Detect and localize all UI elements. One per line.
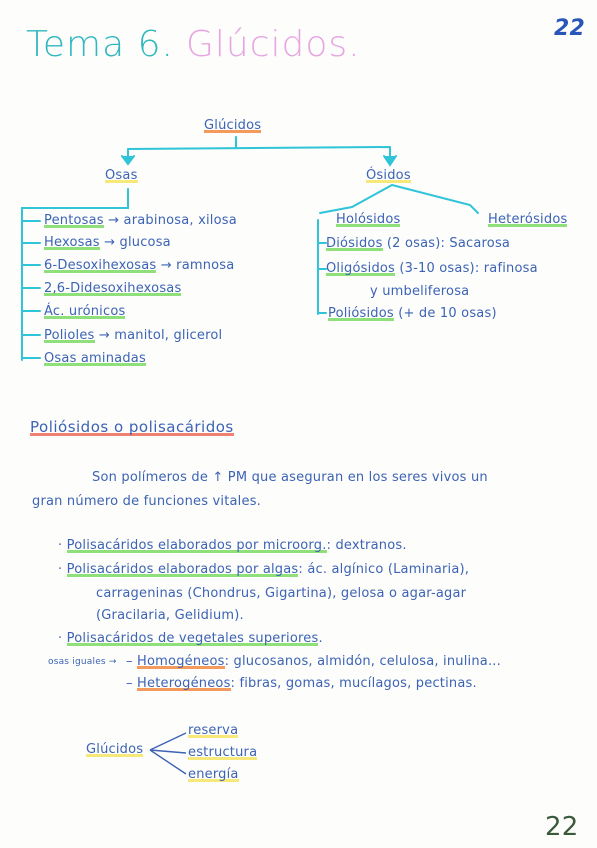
bullet-algae-cont-1: carrageninas (Chondrus, Gigartina), gelo… [96, 586, 467, 601]
holosidos-label: Holósidos [336, 212, 401, 227]
title-number: Tema 6. [26, 24, 174, 65]
homogeneous-line: – Homogéneos: glucosanos, almidón, celul… [126, 654, 501, 669]
function-item-energia: energía [188, 767, 239, 782]
osas-iguales-note: osas iguales → [48, 657, 117, 667]
title-topic: Glúcidos. [186, 24, 361, 65]
list-item: Oligósidos (3-10 osas): rafinosa [326, 261, 538, 276]
section-heading: Poliósidos o polisacáridos [30, 418, 234, 436]
function-item-estructura: estructura [188, 745, 258, 760]
list-item: 6-Desoxihexosas → ramnosa [44, 258, 235, 273]
page-number-top: 22 [554, 16, 586, 41]
page-number-bottom: 22 [545, 812, 579, 842]
heterogeneous-line: – Heterogéneos: fibras, gomas, mucílagos… [126, 676, 477, 691]
list-item: Polioles → manitol, glicerol [44, 328, 223, 343]
function-item-reserva: reserva [188, 723, 239, 738]
paragraph-line-2: gran número de funciones vitales. [32, 494, 261, 509]
paragraph-line-1: Son polímeros de ↑ PM que aseguran en lo… [92, 470, 488, 485]
list-item: y umbeliferosa [370, 284, 470, 299]
list-item: Poliósidos (+ de 10 osas) [328, 306, 497, 321]
list-item: 2,6-Didesoxihexosas [44, 281, 182, 296]
list-item: Diósidos (2 osas): Sacarosa [326, 236, 511, 251]
list-item: Ác. urónicos [44, 304, 126, 319]
list-item: Hexosas → glucosa [44, 235, 171, 250]
osas-label: Osas [105, 168, 138, 183]
bullet-algae: · Polisacáridos elaborados por algas: ác… [58, 562, 470, 577]
tree-root: Glúcidos [204, 118, 262, 133]
bullet-higher-plants: · Polisacáridos de vegetales superiores. [58, 631, 323, 646]
list-item: Osas aminadas [44, 351, 146, 366]
bullet-algae-cont-2: (Gracilaria, Gelidium). [96, 608, 244, 623]
functions-root: Glúcidos [86, 742, 144, 757]
bullet-microorganisms: · Polisacáridos elaborados por microorg.… [58, 538, 407, 553]
osidos-label: Ósidos [366, 168, 411, 183]
list-item: Pentosas → arabinosa, xilosa [44, 213, 237, 228]
heterosidos-label: Heterósidos [488, 212, 568, 227]
